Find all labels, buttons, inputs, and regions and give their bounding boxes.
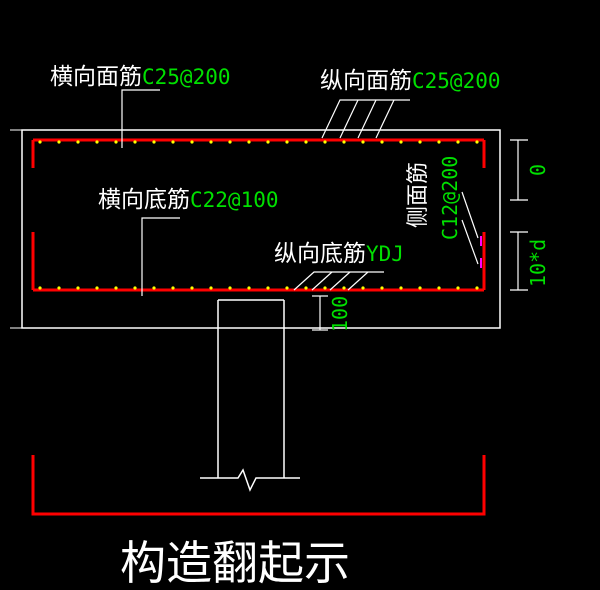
bottom-rebar-dot bbox=[304, 286, 308, 290]
top-rebar-dot bbox=[247, 140, 251, 144]
label-transverse-bottom-code: C22@100 bbox=[190, 188, 279, 212]
bottom-rebar-dot bbox=[209, 286, 213, 290]
top-rebar-dot bbox=[380, 140, 384, 144]
label-longitudinal-bottom: 纵向底筋YDJ bbox=[274, 243, 404, 266]
leader-longitudinal-bottom-2 bbox=[311, 271, 333, 291]
bottom-rebar-dot bbox=[418, 286, 422, 290]
top-rebar-dot bbox=[133, 140, 137, 144]
bottom-rebar-dot bbox=[361, 286, 365, 290]
label-side-bar-code: C12@200 bbox=[438, 155, 462, 240]
top-rebar-dot bbox=[304, 140, 308, 144]
top-rebar-dot bbox=[399, 140, 403, 144]
bottom-rebar-dot bbox=[399, 286, 403, 290]
label-transverse-top: 横向面筋C25@200 bbox=[50, 66, 231, 89]
top-rebar-dot bbox=[38, 140, 42, 144]
bottom-rebar-dot bbox=[380, 286, 384, 290]
top-rebar-dot bbox=[285, 140, 289, 144]
leader-longitudinal-top bbox=[321, 99, 410, 139]
top-rebar-dot bbox=[361, 140, 365, 144]
leader-side-bar-1 bbox=[461, 191, 479, 239]
label-side-bar-name: 侧面筋 bbox=[406, 161, 431, 228]
bottom-rebar-dot bbox=[152, 286, 156, 290]
top-rebar-dot bbox=[456, 140, 460, 144]
label-transverse-top-code: C25@200 bbox=[142, 65, 231, 89]
top-rebar-dot bbox=[475, 140, 479, 144]
pile-cap-outline bbox=[21, 129, 501, 329]
top-rebar-dot bbox=[76, 140, 80, 144]
leader-longitudinal-top-2 bbox=[339, 99, 359, 139]
bottom-rebar-dot bbox=[342, 286, 346, 290]
label-longitudinal-bottom-name: 纵向底筋 bbox=[274, 241, 366, 267]
bottom-rebar-dot bbox=[266, 286, 270, 290]
bottom-rebar-dot bbox=[133, 286, 137, 290]
label-longitudinal-top: 纵向面筋C25@200 bbox=[320, 70, 501, 93]
leader-longitudinal-top-3 bbox=[357, 99, 377, 139]
bottom-rebar-dot bbox=[285, 286, 289, 290]
leader-transverse-top bbox=[121, 89, 160, 148]
bottom-title: 构造翻起示 bbox=[120, 536, 350, 590]
label-longitudinal-top-code: C25@200 bbox=[412, 69, 501, 93]
top-rebar-dot bbox=[57, 140, 61, 144]
top-rebar-dot bbox=[266, 140, 270, 144]
dim-pile-embed-text: 100 bbox=[328, 295, 352, 332]
bottom-rebar-dot bbox=[76, 286, 80, 290]
bottom-rebar-dot bbox=[475, 286, 479, 290]
label-transverse-bottom: 横向底筋C22@100 bbox=[98, 189, 279, 212]
top-rebar-dot bbox=[342, 140, 346, 144]
label-transverse-top-name: 横向面筋 bbox=[50, 64, 142, 90]
top-rebar-dot bbox=[114, 140, 118, 144]
top-rebar-dot bbox=[228, 140, 232, 144]
bottom-rebar-dot bbox=[95, 286, 99, 290]
bottom-folded-rebar bbox=[31, 455, 486, 516]
leader-longitudinal-bottom-3 bbox=[329, 271, 351, 291]
dim-anchor-text: 10*d bbox=[526, 238, 550, 287]
longitudinal-rebar-dots bbox=[38, 140, 479, 290]
leader-longitudinal-top-4 bbox=[375, 99, 395, 139]
leader-transverse-bottom bbox=[141, 217, 180, 296]
top-rebar-dot bbox=[152, 140, 156, 144]
leader-side-bar-2 bbox=[461, 219, 479, 265]
bottom-rebar-dot bbox=[323, 286, 327, 290]
bottom-rebar-dot bbox=[247, 286, 251, 290]
top-rebar-dot bbox=[95, 140, 99, 144]
bottom-rebar-dot bbox=[171, 286, 175, 290]
pile-cap-section-drawing bbox=[10, 89, 528, 516]
dim-top-cover-text: 0 bbox=[526, 163, 550, 176]
bottom-rebar-dot bbox=[114, 286, 118, 290]
pile bbox=[200, 299, 300, 492]
leader-longitudinal-bottom bbox=[293, 271, 384, 291]
label-longitudinal-bottom-code: YDJ bbox=[366, 242, 404, 266]
bottom-rebar-dot bbox=[190, 286, 194, 290]
top-rebar-dot bbox=[190, 140, 194, 144]
bottom-rebar-dot bbox=[437, 286, 441, 290]
label-longitudinal-top-name: 纵向面筋 bbox=[320, 68, 412, 94]
top-rebar-dot bbox=[323, 140, 327, 144]
top-rebar-dot bbox=[171, 140, 175, 144]
label-transverse-bottom-name: 横向底筋 bbox=[98, 187, 190, 213]
top-rebar-dot bbox=[418, 140, 422, 144]
bottom-rebar-dot bbox=[456, 286, 460, 290]
bottom-rebar-dot bbox=[57, 286, 61, 290]
top-rebar-dot bbox=[209, 140, 213, 144]
leader-longitudinal-bottom-4 bbox=[347, 271, 369, 291]
bottom-rebar-dot bbox=[38, 286, 42, 290]
top-rebar-dot bbox=[437, 140, 441, 144]
bottom-rebar-dot bbox=[228, 286, 232, 290]
break-line bbox=[200, 468, 300, 492]
